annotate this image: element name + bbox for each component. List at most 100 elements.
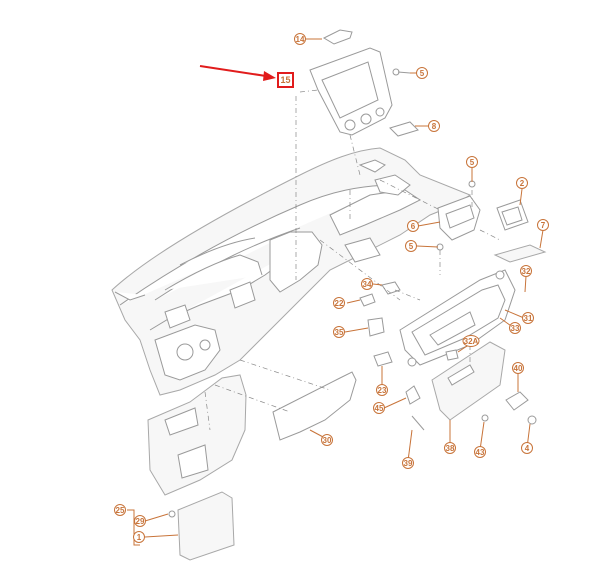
assembly-lines <box>204 89 501 431</box>
callout-circle <box>407 220 419 232</box>
callout-circle <box>294 33 306 45</box>
red-arrow-head-icon <box>263 71 276 81</box>
callout-c14: 14 <box>294 33 306 45</box>
callout-label: 25 <box>116 506 125 515</box>
callout-c39: 39 <box>402 457 414 469</box>
callout-label: 6 <box>411 222 416 231</box>
callout-label: 29 <box>136 517 145 526</box>
highlight-box <box>277 72 294 88</box>
callout-circle <box>333 326 345 338</box>
clip <box>168 510 176 518</box>
callout-label: 23 <box>378 386 387 395</box>
callout-label: 34 <box>363 280 372 289</box>
callout-label: 4 <box>525 444 530 453</box>
callout-label: 5 <box>409 242 414 251</box>
callout-circle <box>416 67 428 79</box>
leader-lines <box>127 38 544 546</box>
callout-circle <box>462 335 480 347</box>
callout-c25: 25 <box>114 504 126 516</box>
screw <box>392 68 411 76</box>
callout-c33: 33 <box>509 322 521 334</box>
callout-label: 30 <box>323 436 332 445</box>
callout-circle <box>428 120 440 132</box>
callout-circle <box>521 442 533 454</box>
callout-label: 32 <box>522 267 531 276</box>
dashboard-shell <box>111 147 472 396</box>
callout-circle <box>509 322 521 334</box>
callout-c34: 34 <box>361 278 373 290</box>
callout-circle <box>522 312 534 324</box>
callout-c1: 1 <box>133 531 145 543</box>
callout-circle <box>361 278 373 290</box>
callout-c29: 29 <box>134 515 146 527</box>
upper-bracket <box>437 195 481 241</box>
highlight-label: 15 <box>280 75 290 85</box>
glove-box <box>399 269 516 367</box>
callout-c40: 40 <box>512 362 524 374</box>
callout-badges: 14 5 8 5 2 6 7 5 32 34 22 31 33 35 32A 23 40 45 30 38 43 4 39 2… <box>114 33 549 543</box>
callout-circle <box>405 240 417 252</box>
callout-c7: 7 <box>537 219 549 231</box>
small-cover <box>496 199 529 231</box>
callout-label: 1 <box>137 533 142 542</box>
center-bezel <box>309 47 393 136</box>
callout-circle <box>134 515 146 527</box>
callout-label: 38 <box>446 444 455 453</box>
callout-c6: 6 <box>407 220 419 232</box>
latch-assembly <box>505 391 537 425</box>
cover-plate <box>493 244 547 263</box>
red-arrow <box>199 65 267 77</box>
callout-circle <box>474 446 486 458</box>
callout-circle <box>444 442 456 454</box>
callout-label: 35 <box>335 328 344 337</box>
callout-label: 5 <box>420 69 425 78</box>
callout-label: 33 <box>511 324 520 333</box>
callout-circle <box>333 297 345 309</box>
callout-c22: 22 <box>333 297 345 309</box>
lower-cover <box>177 491 235 561</box>
callout-label: 40 <box>514 364 523 373</box>
callout-c32a: 32A <box>462 335 480 347</box>
callout-c5a: 5 <box>416 67 428 79</box>
callout-c43: 43 <box>474 446 486 458</box>
callout-label: 31 <box>524 314 533 323</box>
callout-circle <box>373 402 385 414</box>
callout-label: 45 <box>375 404 384 413</box>
small-parts <box>359 180 489 431</box>
callout-c45: 45 <box>373 402 385 414</box>
highlight-marker: 15 <box>199 65 294 88</box>
callout-label: 2 <box>520 179 525 188</box>
bezel-clip <box>322 29 353 45</box>
glove-box-door <box>431 341 506 421</box>
callout-label: 22 <box>335 299 344 308</box>
callout-label: 39 <box>404 459 413 468</box>
callout-circle <box>114 504 126 516</box>
callout-c5b: 5 <box>466 156 478 168</box>
trim-pad <box>389 121 419 137</box>
callout-label: 8 <box>432 122 437 131</box>
callout-circle <box>516 177 528 189</box>
callout-c5c: 5 <box>405 240 417 252</box>
callout-circle <box>321 434 333 446</box>
callout-c2: 2 <box>516 177 528 189</box>
callout-circle <box>537 219 549 231</box>
callout-label: 43 <box>476 448 485 457</box>
callout-circle <box>466 156 478 168</box>
callout-c30: 30 <box>321 434 333 446</box>
callout-label: 14 <box>296 35 305 44</box>
callout-circle <box>133 531 145 543</box>
callout-circle <box>512 362 524 374</box>
callout-c32: 32 <box>520 265 532 277</box>
callout-circle <box>402 457 414 469</box>
callout-label: 7 <box>541 221 546 230</box>
knee-panel <box>272 371 357 441</box>
center-console-panel <box>147 374 247 496</box>
callout-c4: 4 <box>521 442 533 454</box>
callout-c31: 31 <box>522 312 534 324</box>
callout-label: 5 <box>470 158 475 167</box>
callout-circle <box>520 265 532 277</box>
callout-c38: 38 <box>444 442 456 454</box>
callout-c23: 23 <box>376 384 388 396</box>
callout-label: 32A <box>464 337 479 346</box>
